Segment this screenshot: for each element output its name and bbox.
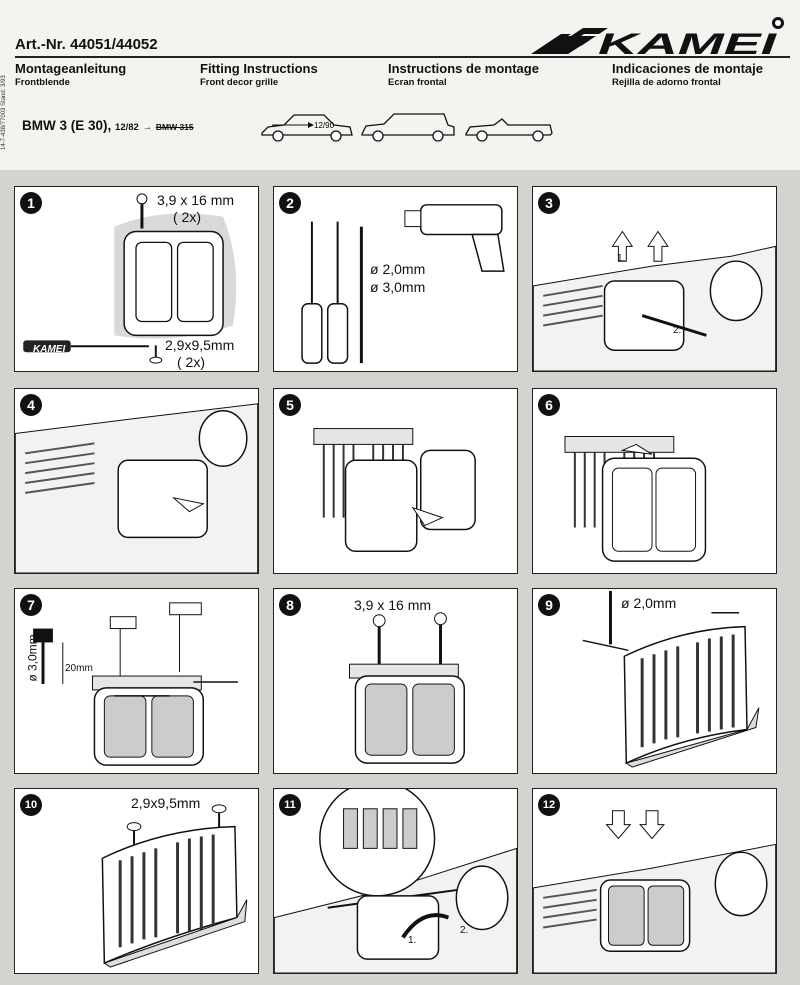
step-2-label: 2. [673,325,682,336]
step-number: 7 [20,594,42,616]
step-number: 1 [20,192,42,214]
screw-grille-illustration [349,612,465,764]
step-panel-3: 3 1. 2. [532,186,777,372]
parts-illustration [23,193,237,364]
step-panel-12: 12 [532,788,777,974]
svg-text:KAMEI: KAMEI [598,28,777,56]
install-grille-illustration [274,789,517,973]
excluded-model: BMW 315 [155,122,194,132]
screw-icon [136,193,148,229]
fit-new-frame-illustration [564,435,707,562]
drill-grille-illustration [582,590,760,768]
col-subtitle: Ecran frontal [388,77,447,88]
drill-depth-label: 20mm [65,663,93,674]
drill-diameter-label: ø 2,0mm [621,595,677,611]
step-number: 4 [20,394,42,416]
step-panel-1: 1 3,9 x 16 mm ( 2x) KAMEI 2,9x9,5mm ( 2x… [14,186,259,372]
step-panel-2: 2 ø 2,0mm ø 3,0mm [273,186,518,372]
step-panel-9: 9 ø 2,0mm [532,588,777,774]
arrow-curved-icon [401,913,450,939]
arrow-down-icon [639,810,665,840]
screwdriver-phillips-icon [326,221,349,364]
kamei-logo: KAMEI [531,17,784,56]
step-number: 3 [538,192,560,214]
screw-size-label: 2,9x9,5mm [131,795,201,811]
screw-qty-top: ( 2x) [173,209,201,225]
step-panel-7: 7 ø 3,0mm 20mm [14,588,259,774]
col-subtitle: Front decor grille [200,77,279,88]
step-number: 11 [279,794,301,816]
screw-size-label: 3,9 x 16 mm [354,597,432,613]
col-subtitle: Frontblende [15,77,70,88]
screw-icon [372,614,386,667]
step-2-label: 2. [460,925,469,936]
power-drill-icon [404,204,505,272]
drill-icon [109,616,137,677]
screw-qty-bottom: ( 2x) [177,354,205,370]
drill-size-2: ø 3,0mm [370,279,426,295]
step-number: 2 [279,192,301,214]
arrow-up-icon [647,230,669,262]
drill-diameter-label: ø 3,0mm [25,634,40,682]
col-title: Montageanleitung [15,61,127,76]
screw-icon [434,612,447,665]
model-name: BMW 3 (E 30), [22,118,112,133]
step-number: 8 [279,594,301,616]
date-arrow-icon [272,122,314,128]
car-silhouettes: 12/90 [261,113,553,142]
arrow-icon: → [142,122,153,133]
arrow-up-icon [611,230,634,262]
arrow-right-icon [411,506,444,527]
step-number: 6 [538,394,560,416]
col-title: Instructions de montage [388,61,539,76]
header-col-fr: Instructions de montage Ecran frontal [388,61,539,88]
step-panel-6: 6 [532,388,777,574]
sedan-date: 12/90 [314,121,335,130]
arrow-down-icon [605,810,632,840]
tools-illustration [301,204,505,364]
step-number: 10 [20,794,42,816]
col-subtitle: Rejilla de adorno frontal [612,77,721,88]
drill-holes-illustration [33,602,238,766]
step-panel-8: 8 3,9 x 16 mm [273,588,518,774]
grille-installed-illustration [533,810,776,973]
arrow-right-icon [171,496,205,513]
header-col-es: Indicaciones de montaje Rejilla de adorn… [612,61,763,88]
remove-grille-illustration [533,230,776,371]
header-col-de: Montageanleitung Frontblende [15,61,126,88]
screwdriver-icon [23,340,149,353]
step-1-label: 1. [617,253,626,264]
drill-icon [169,602,202,673]
step-number: 9 [538,594,560,616]
from-date: 12/82 [115,122,139,133]
step-panel-4: 4 [14,388,259,574]
drill-size-1: ø 2,0mm [370,261,426,277]
header-col-en: Fitting Instructions Front decor grille [200,61,318,88]
screwdriver-flat-icon [301,221,323,364]
screw-size-bottom: 2,9x9,5mm [165,337,235,353]
fix-grille-illustration [101,804,248,968]
step-1-label: 1. [408,935,417,946]
small-screw-icon [149,345,163,364]
col-title: Indicaciones de montaje [612,61,763,76]
header-rule [15,56,790,58]
step-number: 12 [538,794,560,816]
step-number: 5 [279,394,301,416]
tool-brand-label: KAMEI [33,344,66,355]
article-number: Art.-Nr. 44051/44052 [15,36,158,53]
step-panel-5: 5 [273,388,518,574]
side-print-code: 14-7-438/77003 Stand: 3/93 [1,75,7,150]
vehicle-model-line: BMW 3 (E 30), 12/82 → BMW 315 [22,118,194,133]
separate-frame-illustration [313,428,476,552]
arrow-left-icon [620,443,653,455]
screw-icon [211,804,227,833]
grille-removed-illustration [15,403,258,573]
step-panel-11: 11 1. 2. [273,788,518,974]
col-title: Fitting Instructions [200,61,318,76]
screw-size-top: 3,9 x 16 mm [157,192,235,208]
step-panel-10: 10 2,9x9,5mm [14,788,259,974]
